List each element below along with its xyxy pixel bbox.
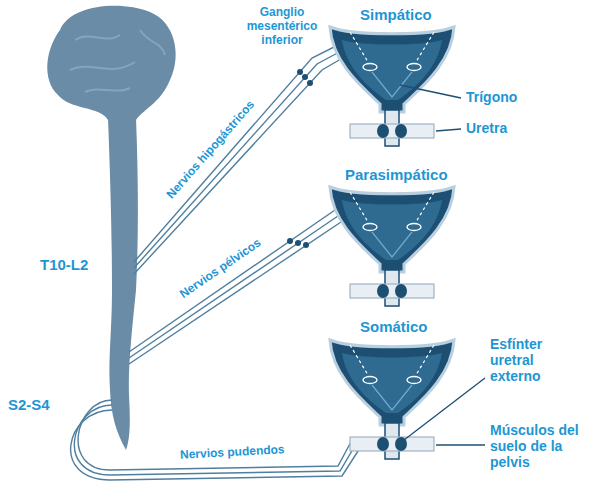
part-label: Músculos del suelo de la pelvis (490, 422, 586, 470)
panel-heading: Simpático (360, 6, 432, 23)
leader-lines (400, 85, 485, 445)
panel-heading: Parasimpático (345, 166, 448, 183)
bladder-parasympathetic (330, 187, 454, 306)
nerve-label: Nervios hipogástricos (163, 97, 259, 204)
segment-label: S2-S4 (8, 396, 50, 413)
brain (47, 6, 175, 120)
ganglion-label: Ganglio mesentérico inferior (240, 6, 324, 47)
pudendal-nerves (71, 400, 360, 480)
nerve-label: Nervios pudendos (177, 443, 286, 462)
part-label: Esfínter uretral externo (490, 336, 580, 384)
ganglion-dots (297, 69, 313, 86)
segment-label: T10-L2 (40, 256, 88, 273)
spinal-cord (108, 118, 138, 450)
panel-heading: Somático (360, 318, 428, 335)
pelvic-nerves (129, 210, 341, 364)
nerve-label: Nervios pélvicos (176, 235, 266, 303)
pelvic-ganglion-dots (287, 238, 309, 248)
part-label: Uretra (466, 120, 507, 136)
bladder-somatic (330, 340, 454, 459)
bladder-sympathetic (330, 27, 454, 146)
part-label: Trígono (466, 89, 517, 105)
brain-sulci (70, 30, 165, 92)
